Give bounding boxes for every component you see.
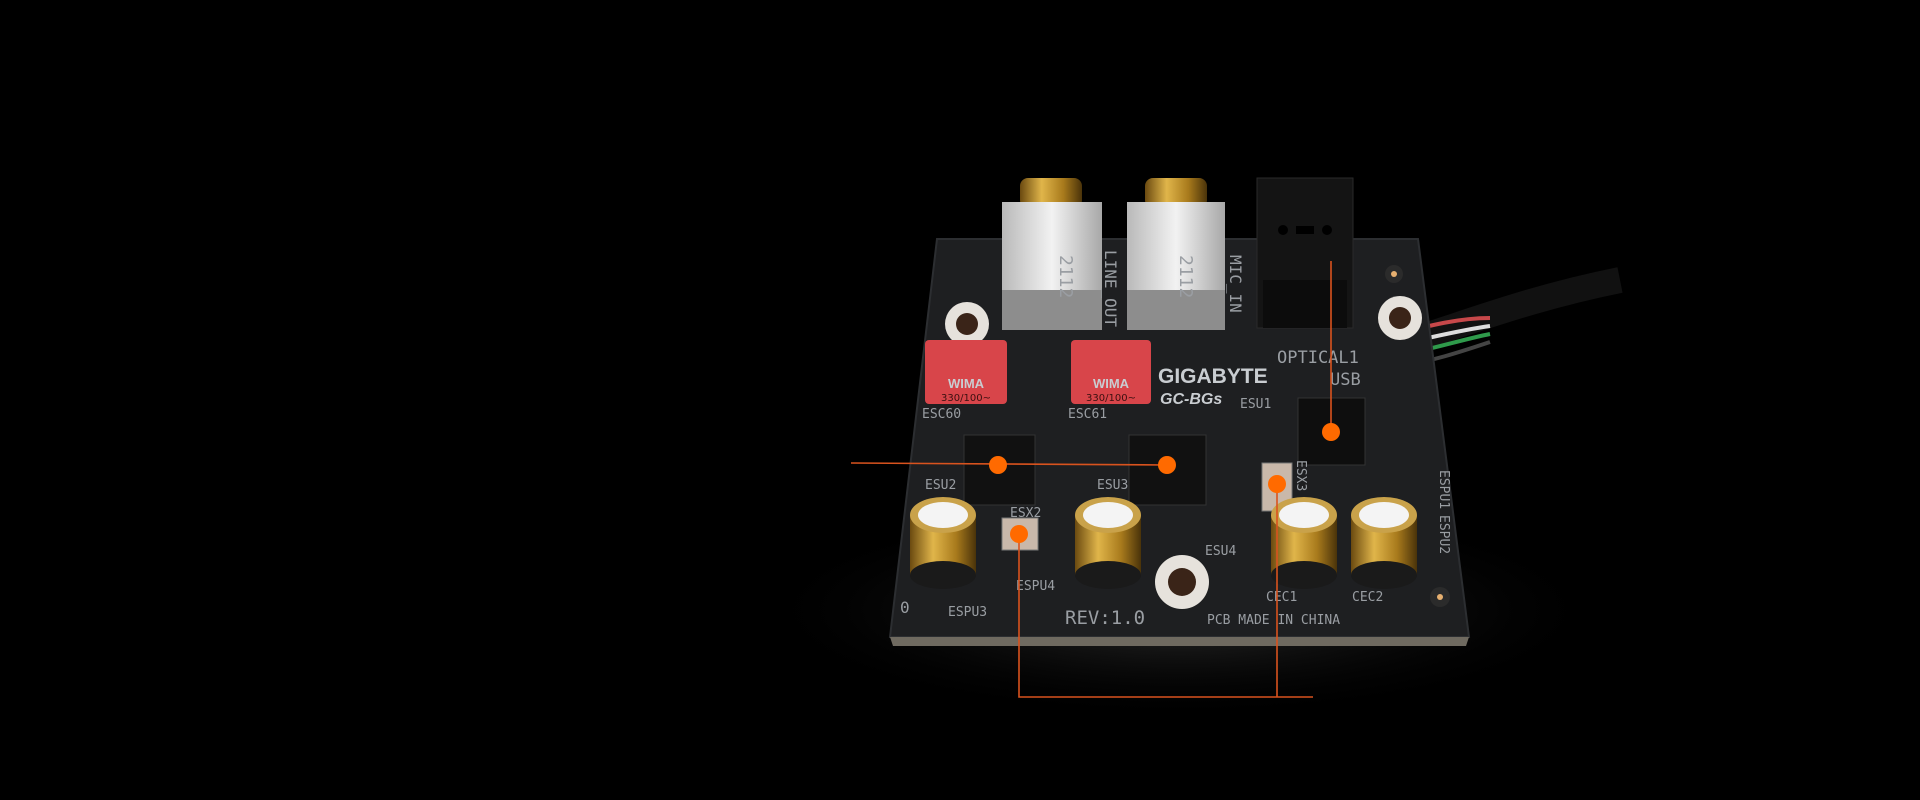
electrolytic-capacitors — [910, 497, 1417, 589]
usb-label: USB — [1330, 370, 1361, 390]
esu3-label: ESU3 — [1097, 478, 1128, 493]
optical-label: OPTICAL1 — [1277, 348, 1359, 368]
line-out-jack: 2112 — [1002, 178, 1102, 330]
espu2-label: ESPU2 — [1436, 515, 1451, 554]
wima-capacitor-esc61: WIMA 330/100~ — [1071, 340, 1151, 404]
mic-in-label: MIC_IN — [1226, 255, 1245, 313]
espu4-label: ESPU4 — [1016, 579, 1055, 594]
espu3-label: ESPU3 — [948, 605, 987, 620]
esu2-label: ESU2 — [925, 478, 956, 493]
optical-port — [1256, 177, 1354, 329]
pcb-edge — [890, 637, 1469, 646]
wima-label: WIMA — [1093, 376, 1130, 391]
esu4-label: ESU4 — [1205, 544, 1236, 559]
wima-label: WIMA — [948, 376, 985, 391]
zero-label: 0 — [900, 598, 910, 617]
wima-capacitor-esc60: WIMA 330/100~ — [925, 340, 1007, 404]
esx3-label: ESX3 — [1293, 460, 1308, 491]
hotspot-crystal-esx3[interactable] — [1268, 475, 1286, 493]
mounting-holes — [945, 265, 1450, 609]
model-label: GC-BGs — [1160, 391, 1222, 408]
esc60-label: ESC60 — [922, 407, 961, 422]
hotspot-dac-left[interactable] — [989, 456, 1007, 474]
leader-line-dac — [850, 462, 1168, 466]
origin-label: PCB MADE IN CHINA — [1207, 613, 1340, 628]
brand-logo: GIGABYTE — [1158, 365, 1268, 388]
hotspot-usb-controller[interactable] — [1322, 423, 1340, 441]
cec2-label: CEC2 — [1352, 590, 1383, 605]
esc61-label: ESC61 — [1068, 407, 1107, 422]
line-out-label: LINE_OUT — [1101, 250, 1120, 327]
cec1-label: CEC1 — [1266, 590, 1297, 605]
hotspot-crystal-espu4[interactable] — [1010, 525, 1028, 543]
esx2-label: ESX2 — [1010, 506, 1041, 521]
leader-line-crystal-espu4 — [1018, 534, 1313, 698]
espu1-label: ESPU1 — [1436, 470, 1451, 509]
wima-rating: 330/100~ — [941, 393, 991, 404]
wima-rating: 330/100~ — [1086, 393, 1136, 404]
mic-in-jack: 2112 — [1127, 178, 1225, 330]
jack-code-label: 2112 — [1055, 255, 1076, 298]
esu1-label: ESU1 — [1240, 397, 1271, 412]
hotspot-dac-right[interactable] — [1158, 456, 1176, 474]
jack-code-label: 2112 — [1175, 255, 1196, 298]
revision-label: REV:1.0 — [1065, 607, 1145, 629]
